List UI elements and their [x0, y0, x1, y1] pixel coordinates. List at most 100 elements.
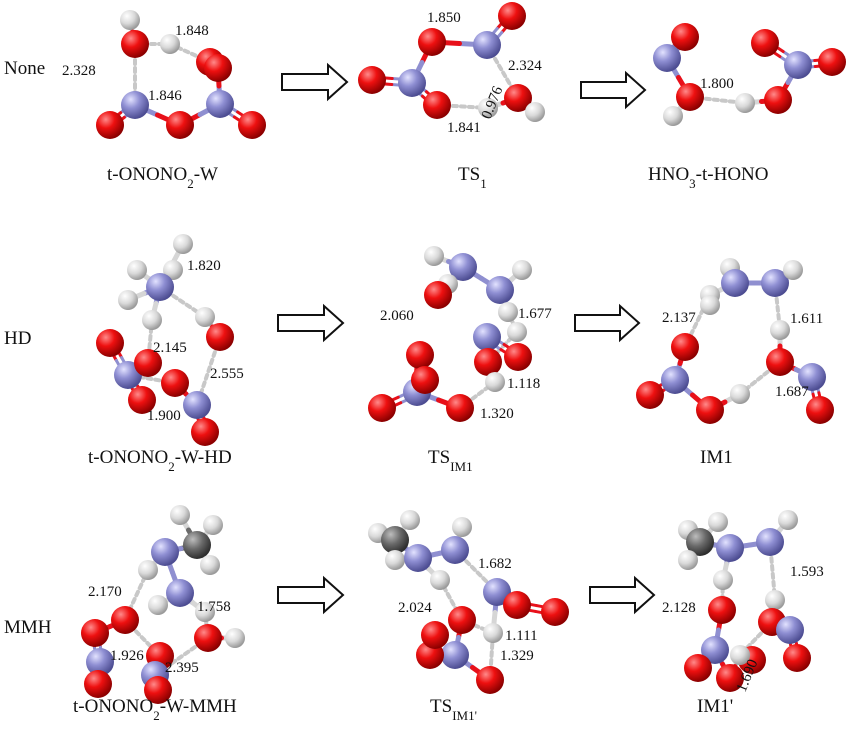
arrow-row2-b — [574, 303, 641, 343]
structure-caption-r2-2: TSIM1 — [428, 447, 473, 474]
distance-label-r3-1: 2.170 — [88, 584, 122, 600]
ts1-hydrogen-atom-8 — [525, 102, 545, 122]
im1p-hydrogen-atom-6 — [778, 510, 798, 530]
ts1-oxygen-atom-2 — [418, 28, 446, 56]
structure-caption-r1-2: TS1 — [458, 164, 487, 191]
t-ononon2-w-mmh-carbon-atom-1 — [183, 531, 211, 559]
hno3-t-hono-nitrogen-atom-6 — [784, 51, 812, 79]
t-ononon2-w-oxygen-atom-1 — [121, 30, 149, 58]
ts-im1p-oxygen-atom-15 — [476, 666, 504, 694]
im1-oxygen-atom-7 — [671, 333, 699, 361]
t-ononon2-w-mmh-nitrogen-atom-4 — [151, 538, 179, 566]
im1-hydrogen-atom-14 — [730, 384, 750, 404]
distance-label-r1-3: 1.846 — [148, 88, 182, 104]
t-ononon2-w-oxygen-atom-9 — [238, 111, 266, 139]
hno3-t-hono-hydrogen-atom-4 — [735, 93, 755, 113]
t-ononon2-w-hd-oxygen-atom-10 — [134, 349, 162, 377]
caption-layer: t-ONONO2-W TS1 HNO3-t-HONO t-ONONO2-W-HD TSI… — [73, 164, 769, 723]
distance-label-r3-5: 1.682 — [478, 556, 512, 572]
im1-hydrogen-atom-5 — [700, 295, 720, 315]
t-ononon2-w-mmh-oxygen-atom-12 — [81, 619, 109, 647]
distance-label-r3-6: 2.024 — [398, 600, 432, 616]
ts1-oxygen-atom-0 — [498, 2, 526, 30]
distance-label-r3-8: 1.329 — [500, 648, 534, 664]
t-ononon2-w-hd-nitrogen-atom-2 — [146, 273, 174, 301]
hno3-t-hono-oxygen-atom-5 — [764, 86, 792, 114]
ts-im1-nitrogen-atom-2 — [486, 276, 514, 304]
structure-caption-r3-3: IM1' — [697, 696, 733, 717]
distance-label-r3-7: 1.111 — [505, 628, 538, 644]
ts-im1-nitrogen-atom-1 — [449, 253, 477, 281]
t-ononon2-w-oxygen-atom-8 — [204, 54, 232, 82]
im1p-hydrogen-atom-16 — [730, 645, 750, 665]
t-ononon2-w-mmh-oxygen-atom-9 — [111, 606, 139, 634]
im1-hydrogen-atom-6 — [770, 320, 790, 340]
hno3-t-hono-oxygen-atom-0 — [671, 23, 699, 51]
row-label-mmh: MMH — [4, 617, 52, 638]
t-ononon2-w-hydrogen-atom-0 — [120, 10, 140, 30]
distance-label-r2-6: 1.677 — [518, 306, 552, 322]
t-ononon2-w-mmh-hydrogen-atom-8 — [195, 602, 215, 622]
ts-im1p-hydrogen-atom-7 — [430, 570, 450, 590]
t-ononon2-w-hd-oxygen-atom-8 — [96, 329, 124, 357]
row-label-none: None — [4, 58, 45, 79]
hno3-t-hono-hydrogen-atom-3 — [663, 106, 683, 126]
ts-im1-oxygen-atom-11 — [504, 343, 532, 371]
ts-im1-oxygen-atom-7 — [424, 281, 452, 309]
structure-caption-r1-1: t-ONONO2-W — [107, 164, 218, 191]
ts-im1-oxygen-atom-8 — [406, 341, 434, 369]
t-ononon2-w-mmh-hydrogen-atom-7 — [148, 595, 168, 615]
t-ononon2-w-nitrogen-atom-7 — [206, 90, 234, 118]
t-ononon2-w-hydrogen-atom-2 — [160, 34, 180, 54]
t-ononon2-w-hd-hydrogen-atom-5 — [142, 310, 162, 330]
ts-im1-oxygen-atom-15 — [446, 394, 474, 422]
distance-label-r3-2: 1.758 — [197, 599, 231, 615]
hno3-t-hono-nitrogen-atom-1 — [653, 44, 681, 72]
distance-label-r1-6: 1.841 — [447, 120, 481, 136]
t-ononon2-w-mmh-oxygen-atom-14 — [84, 670, 112, 698]
distance-label-r2-7: 1.118 — [507, 376, 540, 392]
hno3-t-hono-oxygen-atom-2 — [676, 83, 704, 111]
ts-im1-hydrogen-atom-12 — [485, 372, 505, 392]
distance-label-r2-10: 1.611 — [790, 311, 823, 327]
t-ononon2-w-mmh-nitrogen-atom-13 — [86, 648, 114, 676]
hno3-t-hono-oxygen-atom-8 — [818, 48, 846, 76]
arrow-row1-b — [580, 70, 647, 110]
distance-label-r1-4: 1.850 — [427, 10, 461, 26]
im1p-hydrogen-atom-8 — [765, 590, 785, 610]
arrow-row1-a — [281, 62, 349, 102]
distance-label-r1-8: 1.800 — [700, 76, 734, 92]
structure-caption-r3-2: TSIM1' — [430, 696, 477, 723]
t-ononon2-w-mmh-hydrogen-atom-2 — [203, 515, 223, 535]
distance-label-r3-4: 2.395 — [165, 660, 199, 676]
distance-label-r2-8: 1.320 — [480, 406, 514, 422]
im1p-hydrogen-atom-3 — [678, 550, 698, 570]
im1p-carbon-atom-1 — [686, 528, 714, 556]
t-ononon2-w-mmh-nitrogen-atom-6 — [166, 579, 194, 607]
ts-im1-hydrogen-atom-0 — [424, 246, 444, 266]
distance-label-r3-10: 1.593 — [790, 564, 824, 580]
t-ononon2-w-hd-hydrogen-atom-3 — [127, 260, 147, 280]
arrow-row3-a — [277, 575, 345, 615]
distance-label-r3-9: 2.128 — [662, 600, 696, 616]
t-ononon2-w-hd-nitrogen-atom-12 — [183, 391, 211, 419]
ts-im1p-carbon-atom-1 — [381, 526, 409, 554]
structure-caption-r1-3: HNO3-t-HONO — [648, 164, 769, 191]
t-ononon2-w-mmh-hydrogen-atom-3 — [200, 555, 220, 575]
ts-im1p-nitrogen-atom-13 — [441, 641, 469, 669]
structure-caption-r3-1: t-ONONO2-W-MMH — [73, 696, 237, 723]
ts1-oxygen-atom-4 — [358, 66, 386, 94]
im1-nitrogen-atom-2 — [761, 269, 789, 297]
t-ononon2-w-hd-hydrogen-atom-0 — [173, 234, 193, 254]
t-ononon2-w-hd-hydrogen-atom-6 — [195, 307, 215, 327]
ts-im1-oxygen-atom-14 — [368, 394, 396, 422]
ts-im1p-nitrogen-atom-5 — [441, 536, 469, 564]
im1p-nitrogen-atom-4 — [716, 534, 744, 562]
distance-label-r1-5: 2.324 — [508, 58, 542, 74]
im1-oxygen-atom-8 — [766, 348, 794, 376]
structure-caption-r2-1: t-ONONO2-W-HD — [88, 447, 232, 474]
distance-label-r2-3: 2.555 — [210, 366, 244, 382]
ts-im1p-hydrogen-atom-3 — [385, 550, 405, 570]
atom-layer — [81, 2, 846, 704]
